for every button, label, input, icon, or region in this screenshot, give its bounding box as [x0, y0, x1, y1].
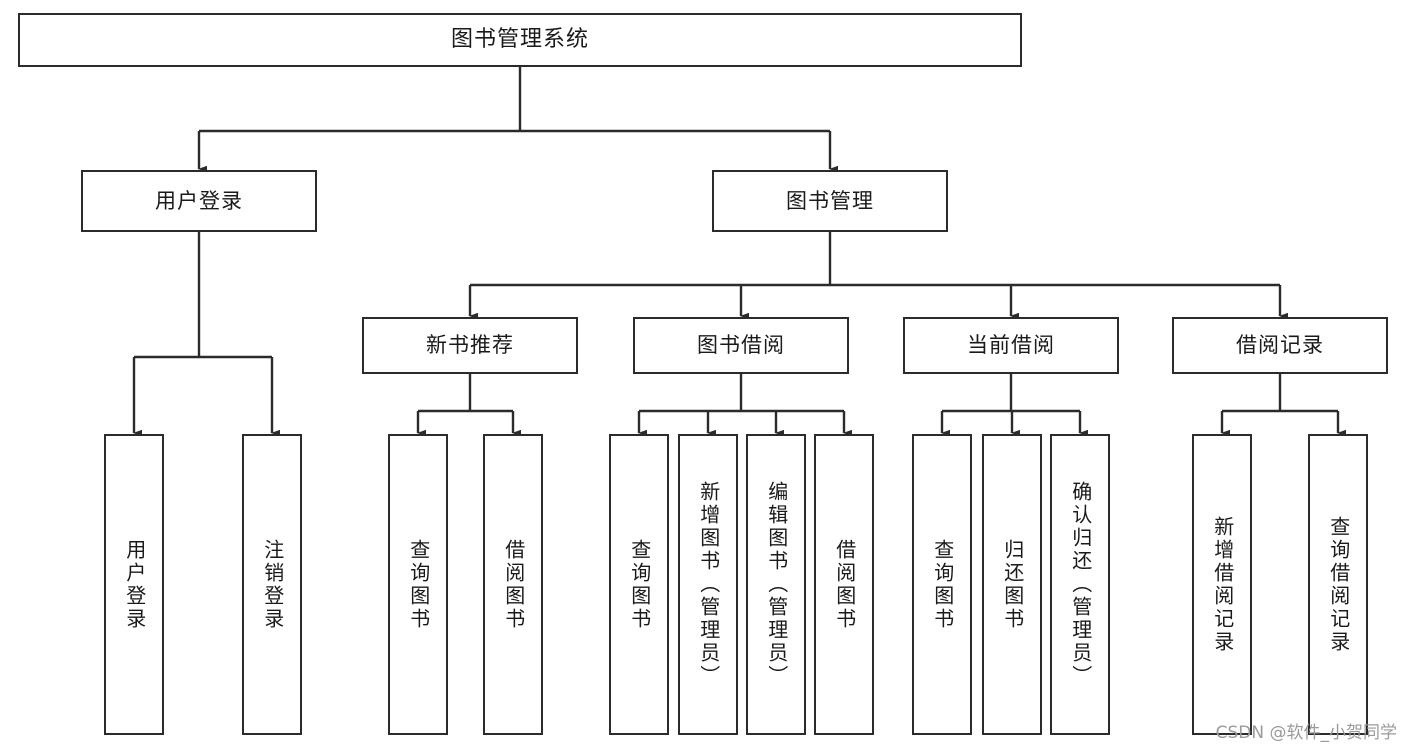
node-leaf-10[interactable]: 确认归还（管理员） — [1050, 434, 1110, 735]
node-label: 查询图书 — [930, 538, 955, 631]
node-label: 图书管理 — [786, 188, 874, 213]
node-leaf-1[interactable]: 注销登录 — [242, 434, 302, 735]
node-label: 新增借阅记录 — [1210, 515, 1235, 654]
node-l2-0[interactable]: 新书推荐 — [362, 317, 578, 374]
node-leaf-2[interactable]: 查询图书 — [388, 434, 448, 735]
node-label: 注销登录 — [260, 538, 285, 631]
node-label: 归还图书 — [1000, 538, 1025, 631]
node-label: 确认归还（管理员） — [1068, 481, 1093, 688]
node-label: 图书借阅 — [697, 333, 785, 358]
node-leaf-4[interactable]: 查询图书 — [609, 434, 669, 735]
node-label: 用户登录 — [122, 538, 147, 631]
node-label: 编辑图书（管理员） — [764, 481, 789, 688]
node-l2-2[interactable]: 当前借阅 — [903, 317, 1119, 374]
node-label: 新书推荐 — [426, 333, 514, 358]
node-label: 借阅图书 — [832, 538, 857, 631]
node-l1-0[interactable]: 用户登录 — [81, 170, 317, 232]
node-label: 当前借阅 — [967, 333, 1055, 358]
node-leaf-9[interactable]: 归还图书 — [982, 434, 1042, 735]
node-l2-3[interactable]: 借阅记录 — [1172, 317, 1388, 374]
node-l1-1[interactable]: 图书管理 — [712, 170, 948, 232]
node-leaf-5[interactable]: 新增图书（管理员） — [678, 434, 738, 735]
node-root[interactable]: 图书管理系统 — [18, 13, 1022, 67]
node-label: 借阅记录 — [1236, 333, 1324, 358]
node-leaf-12[interactable]: 查询借阅记录 — [1308, 434, 1368, 735]
connector-edges — [132, 67, 1346, 437]
node-label: 查询借阅记录 — [1326, 515, 1351, 654]
node-leaf-7[interactable]: 借阅图书 — [814, 434, 874, 735]
node-l2-1[interactable]: 图书借阅 — [633, 317, 849, 374]
node-leaf-3[interactable]: 借阅图书 — [483, 434, 543, 735]
node-label: 查询图书 — [627, 538, 652, 631]
node-leaf-11[interactable]: 新增借阅记录 — [1192, 434, 1252, 735]
node-leaf-8[interactable]: 查询图书 — [912, 434, 972, 735]
watermark-text: CSDN @软件_小贺同学 — [1215, 723, 1397, 743]
node-label: 图书管理系统 — [450, 27, 589, 53]
node-label: 用户登录 — [155, 188, 243, 213]
node-leaf-6[interactable]: 编辑图书（管理员） — [746, 434, 806, 735]
node-label: 新增图书（管理员） — [696, 481, 721, 688]
node-label: 查询图书 — [406, 538, 431, 631]
node-leaf-0[interactable]: 用户登录 — [104, 434, 164, 735]
node-label: 借阅图书 — [501, 538, 526, 631]
